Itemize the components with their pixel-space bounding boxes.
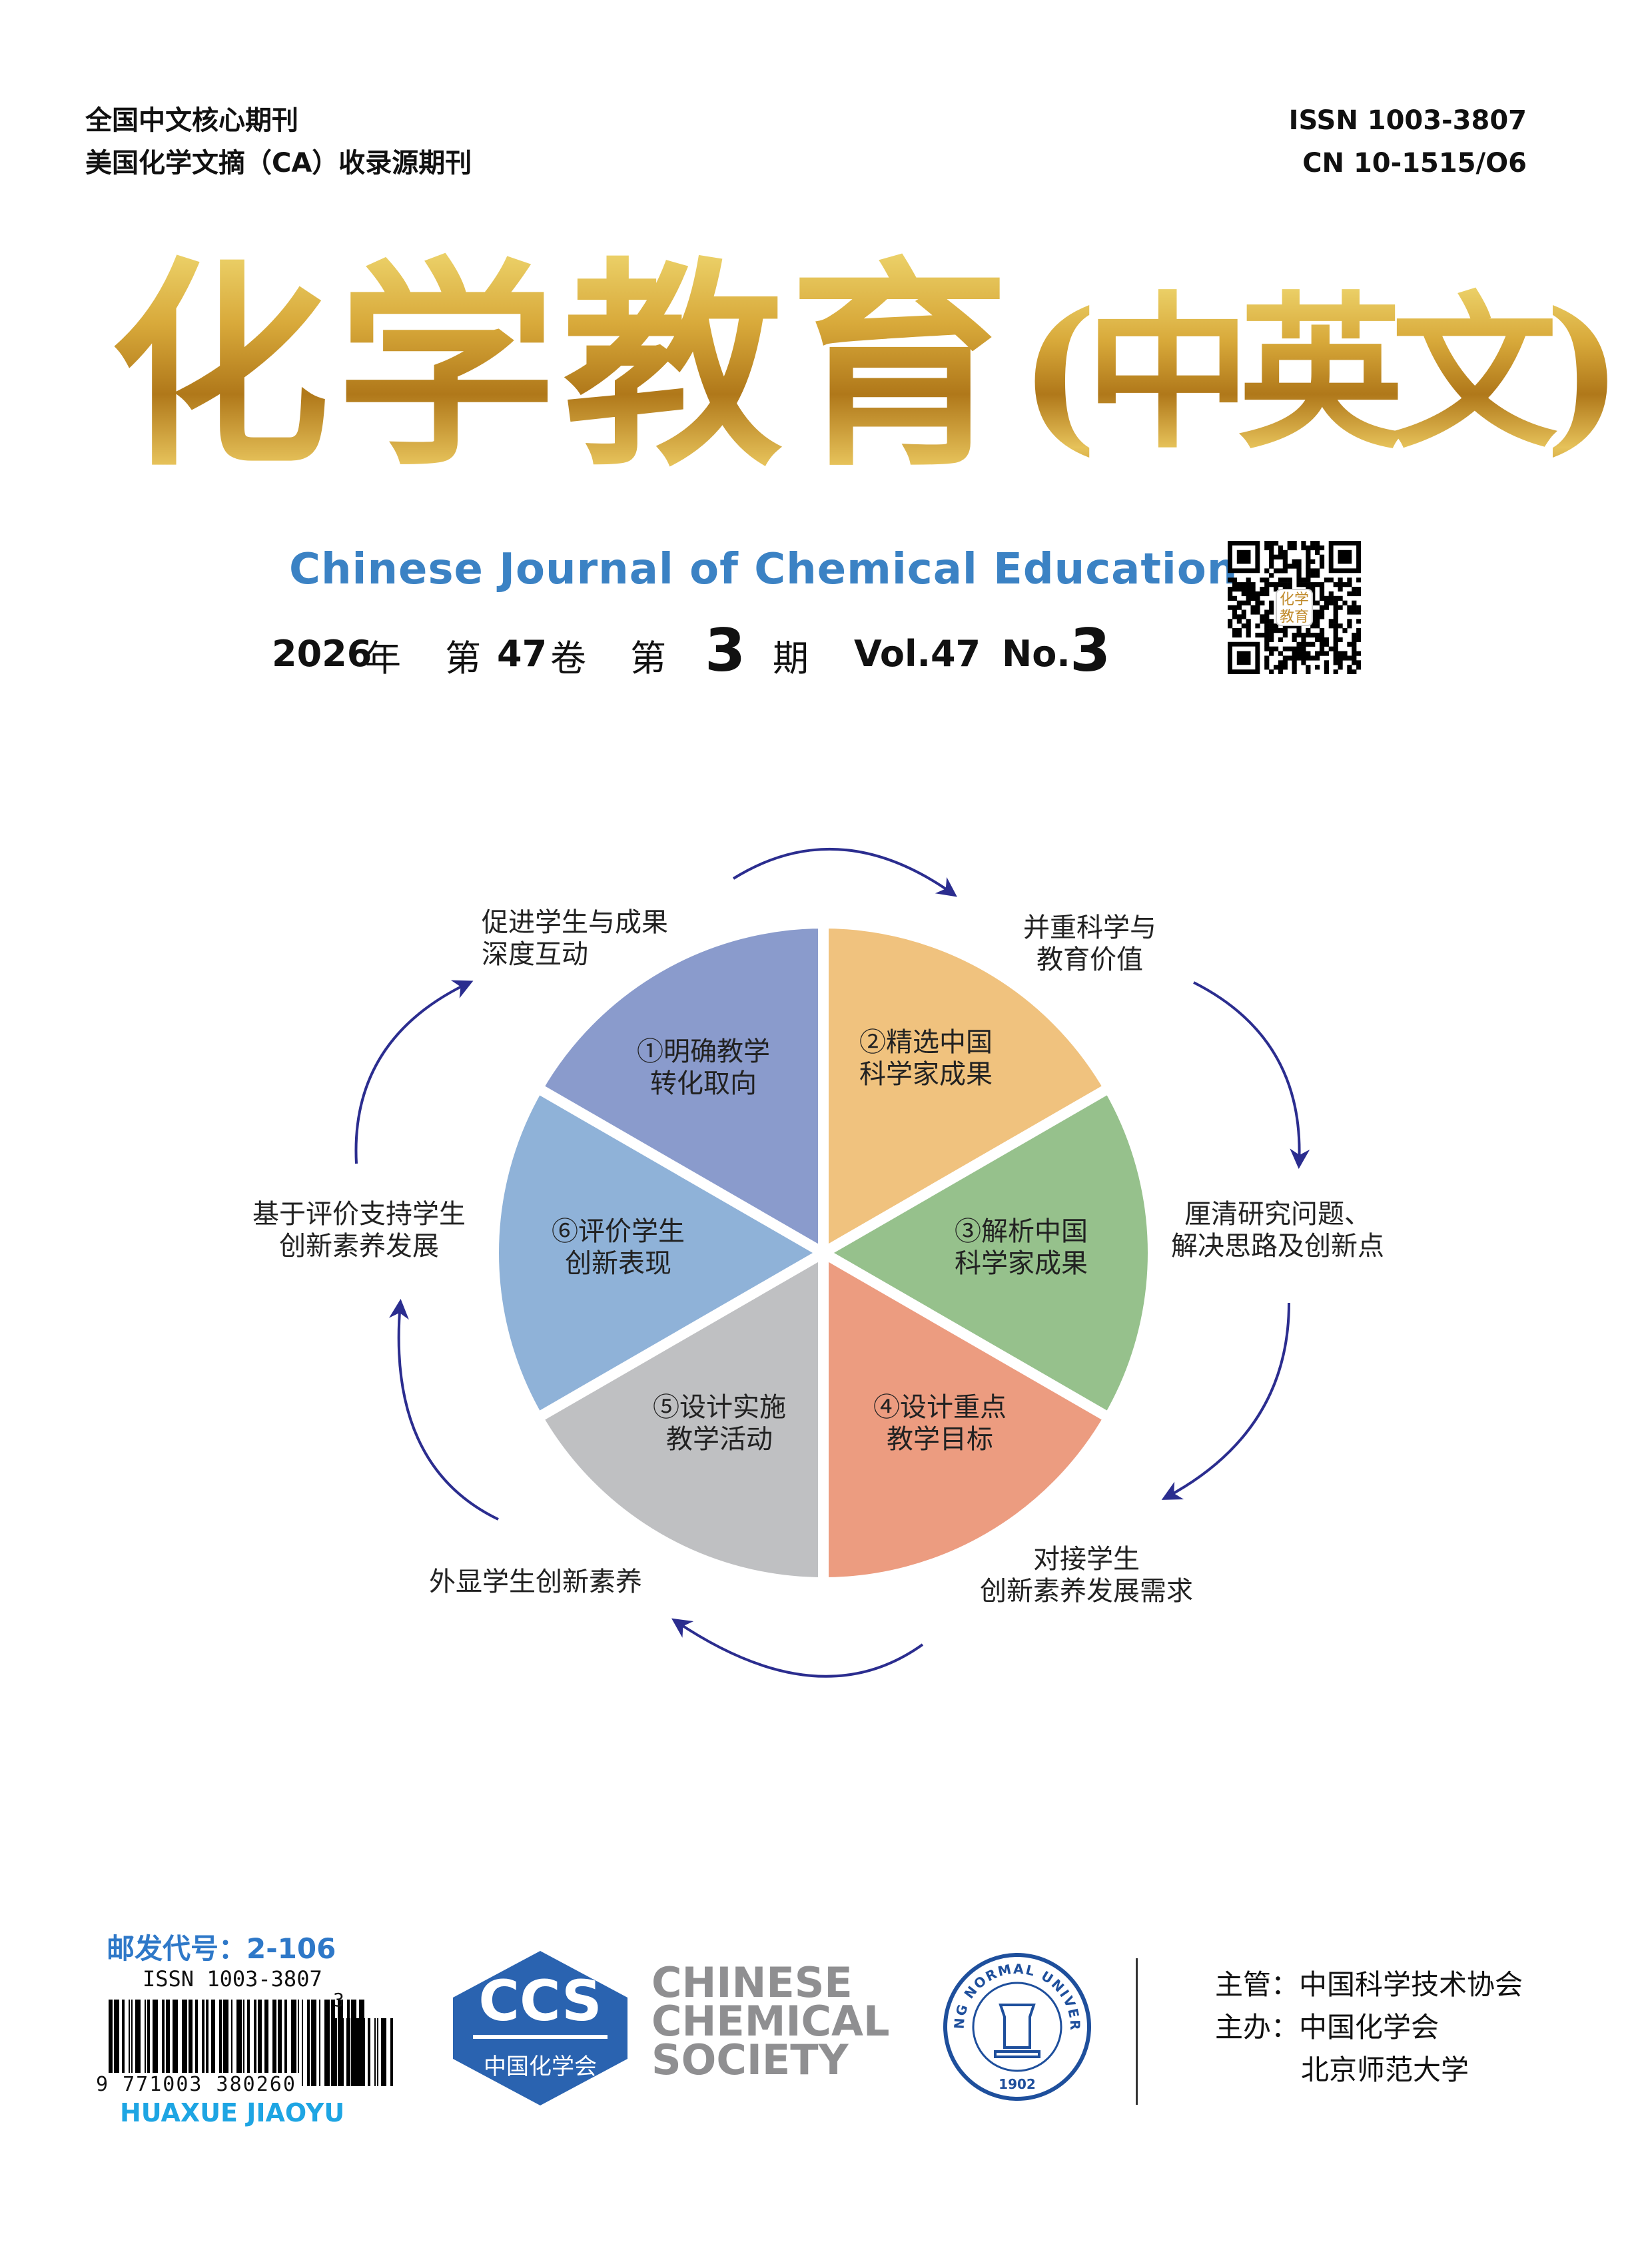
co-sponsor-label: 北京师范大学 xyxy=(1301,2054,1469,2086)
number-english: 3 xyxy=(1070,616,1111,685)
issue-volume: 47 xyxy=(497,633,548,675)
segment-1-label-line2: 转化取向 xyxy=(650,1068,757,1099)
segment-3-label-line2: 科学家成果 xyxy=(955,1248,1088,1279)
number-english-label: No. xyxy=(1002,633,1070,675)
outer-label-1-line1: 促进学生与成果 xyxy=(482,907,668,938)
issn-label: ISSN 1003-3807 xyxy=(1288,105,1527,136)
segment-6-label-line1: ⑥评价学生 xyxy=(552,1216,685,1247)
barcode-addon-digit: 3 xyxy=(333,1989,344,2011)
cycle-arrow-5 xyxy=(389,1299,499,1521)
teaching-cycle-diagram: ①明确教学 转化取向 ②精选中国 科学家成果 ③解析中国 科学家成果 ④设计重点… xyxy=(252,847,1384,1678)
barcode-addon xyxy=(334,2018,394,2086)
sponsor-label: 主办：中国化学会 xyxy=(1215,2011,1440,2044)
cycle-arrow-4 xyxy=(671,1618,924,1678)
volume-english: Vol.47 xyxy=(854,633,981,675)
bnu-seal: BEIJING NORMAL UNIVERSITY 1902 xyxy=(942,1952,1091,2101)
qr-logo: 化学教育 xyxy=(1276,589,1313,626)
core-journal-label: 全国中文核心期刊 xyxy=(85,105,298,136)
ca-indexed-label: 美国化学文摘（CA）收录源期刊 xyxy=(85,148,472,179)
segment-5-label-line2: 教学活动 xyxy=(666,1424,773,1455)
outer-label-2-line1: 并重科学与 xyxy=(1023,913,1156,943)
footer-divider xyxy=(1136,1958,1138,2105)
volume-prefix: 第 xyxy=(445,637,481,679)
outer-label-5: 外显学生创新素养 xyxy=(429,1567,642,1597)
segment-4-label-line2: 教学目标 xyxy=(887,1424,993,1455)
ccs-english-line3: SOCIETY xyxy=(651,2036,849,2084)
outer-label-2-line2: 教育价值 xyxy=(1036,944,1143,975)
pie-segment-6 xyxy=(530,917,829,1262)
ccs-logo: CCS 中国化学会 xyxy=(453,1951,627,2105)
issue-year: 2026 xyxy=(272,633,372,675)
barcode-issn: ISSN 1003-3807 xyxy=(143,1966,322,1992)
ccs-chinese-name: 中国化学会 xyxy=(484,2054,597,2080)
cycle-arrow-6 xyxy=(354,980,474,1164)
outer-label-6-line2: 创新素养发展 xyxy=(279,1231,439,1262)
journal-english-title: Chinese Journal of Chemical Education xyxy=(289,545,1238,594)
pie-segment-5 xyxy=(488,1080,835,1425)
segment-6-label-line2: 创新表现 xyxy=(565,1248,671,1279)
bell-icon xyxy=(994,2004,1040,2058)
issue-number: 3 xyxy=(705,616,746,685)
barcode-digits: 9 771003 380260 xyxy=(93,2073,299,2096)
cycle-arrow-1 xyxy=(732,847,957,897)
outer-label-4-line1: 对接学生 xyxy=(1033,1544,1140,1575)
journal-title: 化学教育 xyxy=(110,226,1016,506)
ccs-english-line2: CHEMICAL xyxy=(651,1997,890,2046)
segment-1-label-line1: ①明确教学 xyxy=(637,1036,770,1067)
ccs-english-line1: CHINESE xyxy=(651,1958,853,2007)
supervisor-label: 主管：中国科学技术协会 xyxy=(1215,1968,1523,2001)
outer-label-3-line2: 解决思路及创新点 xyxy=(1171,1231,1384,1262)
journal-title-suffix: (中英文) xyxy=(1019,266,1623,480)
cycle-arrow-3 xyxy=(1161,1302,1290,1500)
segment-2-label-line2: 科学家成果 xyxy=(859,1059,993,1090)
ccs-abbr: CCS xyxy=(478,1968,602,2034)
segment-5-label-line1: ⑤设计实施 xyxy=(653,1392,786,1423)
number-unit: 期 xyxy=(773,637,809,679)
ccs-english-name: CHINESE CHEMICAL SOCIETY xyxy=(651,1958,890,2084)
pie-segment-3 xyxy=(818,1244,1116,1589)
segment-3-label-line1: ③解析中国 xyxy=(955,1216,1088,1247)
cycle-arrow-2 xyxy=(1193,981,1310,1169)
volume-unit: 卷 xyxy=(550,637,586,679)
segment-2-label-line1: ②精选中国 xyxy=(859,1027,993,1058)
postal-code: 邮发代号：2-106 xyxy=(107,1932,336,1965)
pie-segment-4 xyxy=(530,1244,829,1589)
outer-label-3-line1: 厘清研究问题、 xyxy=(1184,1199,1371,1230)
pie-segment-2 xyxy=(813,1080,1158,1425)
outer-label-6-line1: 基于评价支持学生 xyxy=(252,1199,466,1230)
cn-label: CN 10-1515/O6 xyxy=(1302,148,1527,179)
segment-4-label-line1: ④设计重点 xyxy=(873,1392,1007,1423)
outer-label-1-line2: 深度互动 xyxy=(482,939,588,970)
journal-pinyin: HUAXUE JIAOYU xyxy=(120,2098,345,2127)
pie-segment-1 xyxy=(818,917,1116,1262)
qr-code[interactable]: 化学教育 xyxy=(1228,541,1362,675)
number-prefix: 第 xyxy=(630,637,666,679)
outer-label-4-line2: 创新素养发展需求 xyxy=(980,1576,1193,1607)
bnu-year: 1902 xyxy=(999,2076,1036,2092)
year-unit: 年 xyxy=(365,637,401,679)
